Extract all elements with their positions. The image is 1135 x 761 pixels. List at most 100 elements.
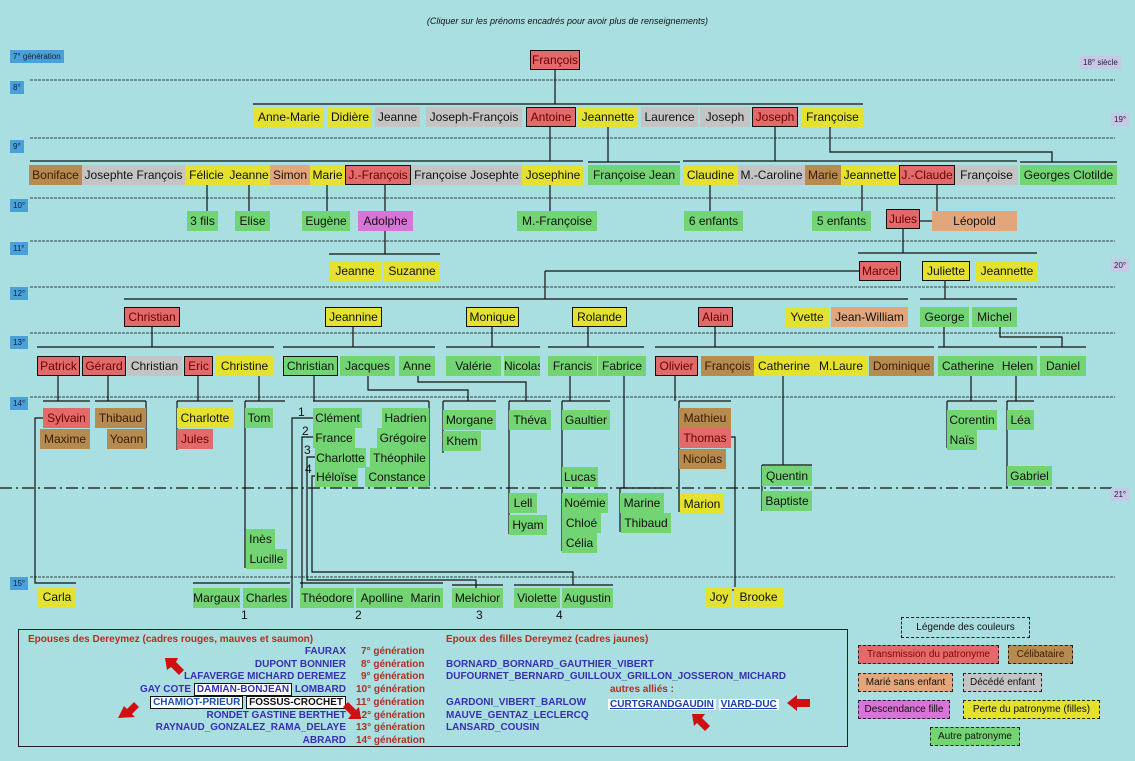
wives-names[interactable]: LOMBARD: [294, 684, 346, 695]
person-box[interactable]: Olivier: [655, 356, 698, 376]
person-box: Grégoire: [377, 428, 429, 448]
wives-gen10: GAY COTE DAMIAN-BONJEAN LOMBARD: [139, 683, 346, 697]
husbands-gen12[interactable]: MAUVE_GENTAZ_LECLERCQ: [446, 710, 589, 721]
union-number: 1: [298, 405, 305, 419]
person-box[interactable]: Jules: [886, 209, 920, 229]
person-box: Félicie: [185, 165, 228, 185]
century-label-18: 18° siècle: [1080, 56, 1121, 69]
wives-framed-name[interactable]: DAMIAN-BONJEAN: [193, 683, 293, 696]
union-number: 2: [302, 424, 309, 438]
person-box: Didière: [328, 107, 372, 127]
wives-gen12[interactable]: RONDET GASTINE BERTHET: [206, 710, 346, 721]
person-box: Mathieu: [679, 408, 731, 428]
wives-gen13[interactable]: RAYNAUD_GONZALEZ_RAMA_DELAYE: [155, 722, 346, 733]
person-box: Joseph: [700, 107, 750, 127]
person-box: Charlotte: [177, 408, 233, 428]
person-box: Marion: [680, 494, 724, 514]
person-box: Thibaud: [621, 513, 671, 533]
person-box: Valérie: [446, 356, 501, 376]
person-box[interactable]: Rolande: [572, 307, 627, 327]
person-box: Christian: [127, 356, 182, 376]
person-box[interactable]: Antoine: [526, 107, 576, 127]
person-box: Jeannette: [841, 165, 899, 185]
other-allies-label: autres alliés :: [610, 684, 674, 695]
person-box: Baptiste: [762, 491, 812, 511]
person-box: Quentin: [762, 466, 812, 486]
person-box[interactable]: Juliette: [922, 261, 970, 281]
person-box: Georges Clotilde: [1020, 165, 1117, 185]
union-number: 4: [556, 608, 563, 622]
person-box[interactable]: Christian: [124, 307, 180, 327]
person-box: Françoise Josephte: [411, 165, 522, 185]
person-box: Jeanne: [329, 261, 381, 281]
husbands-gen9[interactable]: DUFOURNET_BERNARD_GUILLOUX_GRILLON_JOSSE…: [446, 671, 787, 682]
wives-framed-name[interactable]: FOSSUS-CROCHET: [246, 696, 346, 709]
wives-gen7[interactable]: FAURAX: [304, 646, 346, 657]
person-box: Jeannette: [578, 107, 638, 127]
person-box: Clément: [313, 408, 362, 428]
person-box: 3 fils: [187, 211, 218, 231]
person-box: Yoann: [107, 429, 146, 449]
ally-link-curtgrandgaudin[interactable]: CURTGRANDGAUDIN: [608, 699, 716, 710]
person-box[interactable]: Eric: [184, 356, 213, 376]
arrow-icon: [118, 702, 139, 718]
person-box[interactable]: Marcel: [859, 261, 901, 281]
person-box[interactable]: Alain: [698, 307, 733, 327]
instruction-note: (Cliquer sur les prénoms encadrés pour a…: [426, 16, 709, 26]
person-box: George: [920, 307, 969, 327]
person-box: Théodore: [300, 588, 354, 608]
husbands-gen8[interactable]: BORNARD_BORNARD_GAUTHIER_VIBERT: [446, 659, 654, 670]
person-box[interactable]: Joseph: [752, 107, 798, 127]
person-box: Maxime: [40, 429, 90, 449]
person-box: Margaux: [193, 588, 240, 608]
person-box: Christine: [216, 356, 273, 376]
person-box: Fabrice: [598, 356, 646, 376]
husbands-gen11[interactable]: GARDONI_VIBERT_BARLOW: [446, 697, 587, 708]
connector-line: [367, 376, 469, 401]
connector-line: [306, 456, 477, 590]
person-box: Elise: [235, 211, 270, 231]
union-number: 3: [476, 608, 483, 622]
gen-label: 11° génération: [356, 697, 425, 708]
wives-framed-link[interactable]: CHAMIOT-PRIEUR: [150, 696, 244, 709]
person-box: Charlotte: [315, 448, 366, 468]
person-box[interactable]: François: [530, 50, 580, 70]
person-box: Hyam: [509, 515, 547, 535]
person-box: Lucas: [562, 467, 598, 487]
person-box: Jean-William: [831, 307, 908, 327]
person-box: Catherine: [938, 356, 998, 376]
person-box[interactable]: J.-François: [345, 165, 411, 185]
person-box: Sylvain: [43, 408, 90, 428]
person-box[interactable]: Monique: [466, 307, 519, 327]
wives-gen14[interactable]: ABRARD: [302, 735, 346, 746]
connector-line: [311, 475, 574, 585]
person-box: M.Laure: [814, 356, 868, 376]
connector-line: [999, 327, 1063, 347]
person-box: Théva: [509, 410, 551, 430]
wives-names[interactable]: GAY COTE: [139, 684, 192, 695]
generation-label-7: 7° génération: [10, 50, 64, 63]
person-box[interactable]: J.-Claude: [899, 165, 955, 185]
person-box: Michel: [972, 307, 1017, 327]
person-box: Joseph-François: [426, 107, 522, 127]
person-box[interactable]: Patrick: [37, 356, 80, 376]
person-box: Anne-Marie: [254, 107, 324, 127]
person-box[interactable]: Gérard: [82, 356, 126, 376]
century-label-19: 19°: [1111, 113, 1130, 126]
wives-gen9[interactable]: LAFAVERGE MICHARD DEREMEZ: [183, 671, 346, 682]
person-box: Théophile: [370, 448, 429, 468]
person-box: Brooke: [734, 587, 783, 607]
person-box: Françoise: [955, 165, 1018, 185]
person-box: Adolphe: [358, 211, 413, 231]
person-box[interactable]: Jeannine: [325, 307, 382, 327]
person-box[interactable]: Christian: [283, 356, 338, 376]
arrow-icon: [165, 658, 184, 675]
husbands-gen13[interactable]: LANSARD_COUSIN: [446, 722, 540, 733]
person-box: Corentin: [947, 410, 997, 430]
person-box: Nicolas: [504, 356, 540, 376]
connector-line: [829, 127, 1053, 162]
wives-gen8[interactable]: DUPONT BONNIER: [254, 659, 346, 670]
wives-gen11: CHAMIOT-PRIEUR FOSSUS-CROCHET: [150, 696, 346, 710]
ally-link-viard-duc[interactable]: VIARD-DUC: [718, 699, 779, 710]
allies-panel: [18, 629, 848, 747]
